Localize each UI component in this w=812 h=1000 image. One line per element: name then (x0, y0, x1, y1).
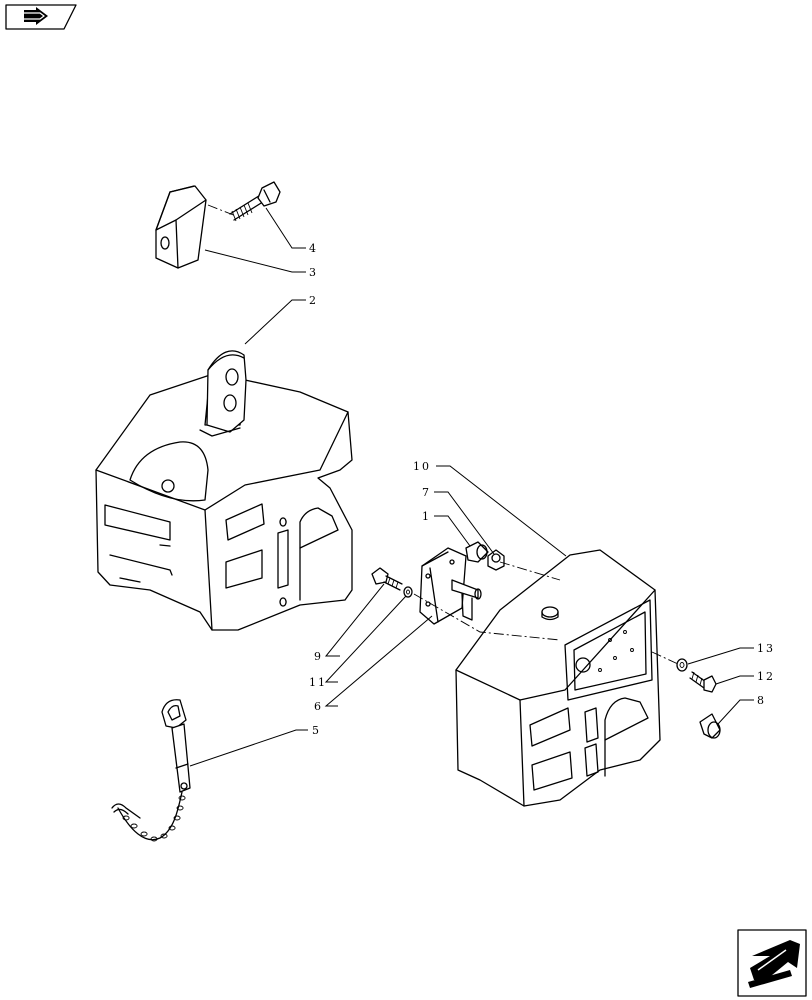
callout-13: 13 (757, 642, 775, 655)
callout-9: 9 (314, 650, 323, 663)
assembly-lines (207, 204, 679, 665)
callout-10: 10 (413, 460, 431, 473)
next-page-arrow-icon[interactable] (737, 929, 807, 997)
part-13-washer (676, 658, 688, 672)
part-2-counterweight: CASE IH (95, 350, 353, 631)
part-4-bolt (229, 181, 281, 222)
callout-11: 11 (309, 676, 327, 689)
callout-7: 7 (422, 486, 431, 499)
callouts: 4 3 2 10 7 1 9 11 6 5 13 12 8 (309, 242, 775, 737)
part-9-bolt (371, 567, 403, 591)
folder-arrow-icon[interactable] (5, 4, 77, 30)
part-10-counterweight: CASE IH (455, 549, 661, 807)
callout-5: 5 (312, 724, 321, 737)
part-7-nut (487, 549, 505, 571)
part-8-plug (699, 713, 721, 739)
leader-lines (189, 207, 754, 767)
callout-4: 4 (309, 242, 318, 255)
part-11-washer (403, 586, 413, 598)
part-5-hitch-pin (111, 699, 191, 842)
callout-6: 6 (314, 700, 323, 713)
callout-2: 2 (309, 294, 318, 307)
part-6-bracket (419, 547, 482, 625)
callout-1: 1 (422, 510, 431, 523)
part-12-bolt (689, 671, 717, 693)
callout-3: 3 (309, 266, 318, 279)
callout-12: 12 (757, 670, 775, 683)
callout-8: 8 (757, 694, 766, 707)
part-3-block (155, 185, 207, 269)
part-1-bushing (465, 541, 489, 563)
